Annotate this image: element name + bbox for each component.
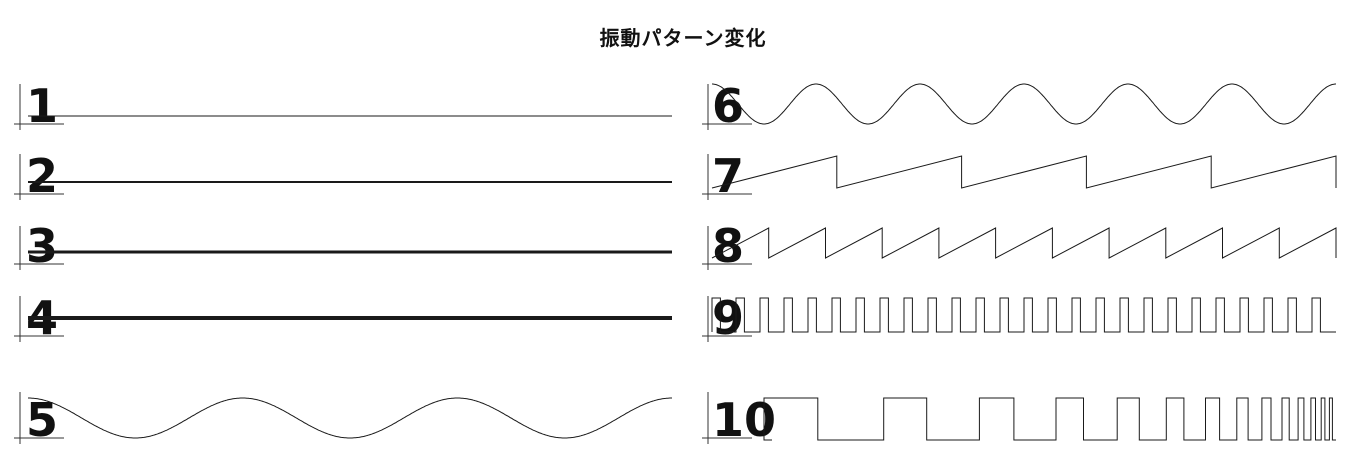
pattern-number-9: 9 <box>712 291 744 345</box>
pattern-number-10: 10 <box>712 393 776 447</box>
pattern-number-5: 5 <box>26 393 58 447</box>
waveform-6 <box>712 83 1336 125</box>
pattern-number-1: 1 <box>26 79 58 133</box>
pattern-number-2: 2 <box>26 149 58 203</box>
waveform-9 <box>711 297 1336 333</box>
pattern-number-7: 7 <box>712 149 744 203</box>
waveform-7 <box>711 155 1337 189</box>
pattern-number-3: 3 <box>26 219 58 273</box>
waveform-10 <box>763 397 1336 441</box>
diagram-title: 振動パターン変化 <box>599 26 767 50</box>
waveform-5 <box>28 397 672 439</box>
pattern-number-6: 6 <box>712 79 744 133</box>
pattern-number-8: 8 <box>712 219 744 273</box>
waveform-8 <box>711 227 1337 259</box>
